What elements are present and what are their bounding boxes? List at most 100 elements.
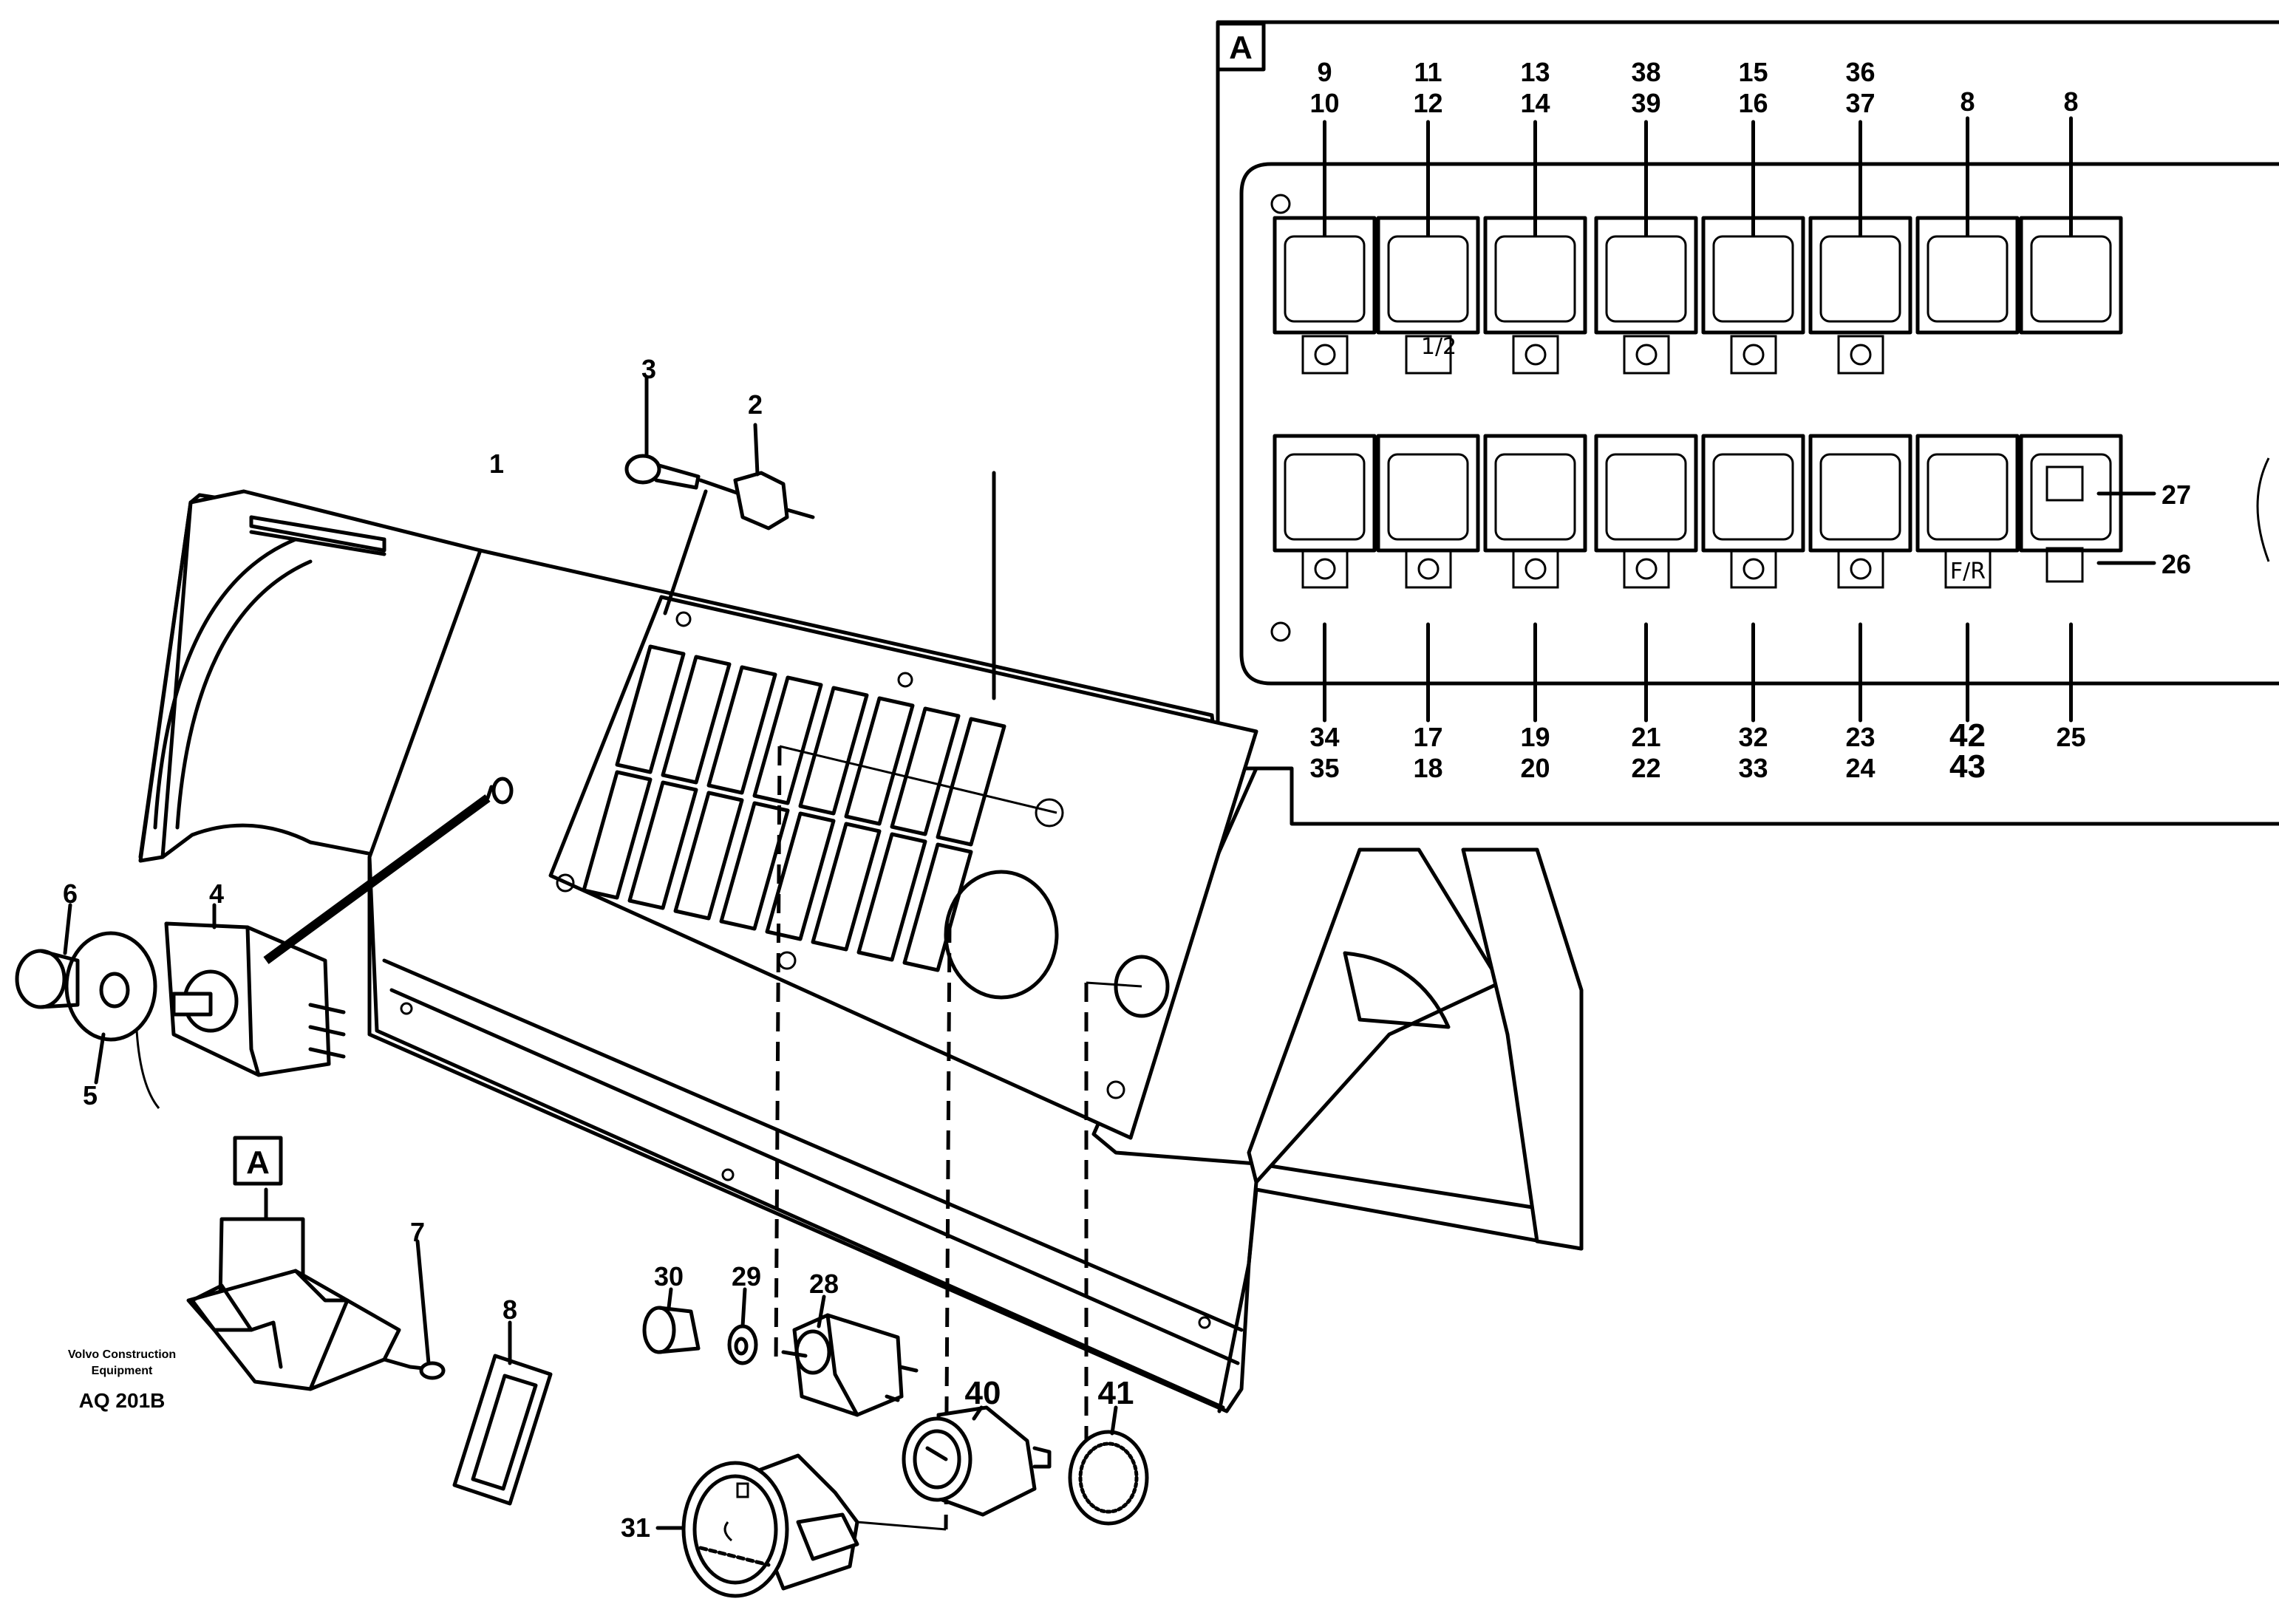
panel-screw-hole: [1270, 194, 1291, 214]
switch-slot-array: [582, 644, 1006, 972]
socket-hole: [1114, 955, 1170, 1018]
part-power-socket: [902, 1405, 1052, 1517]
inset-top-label-c2-2: 12: [1413, 88, 1442, 118]
inset-switch-r2-c5: [1701, 434, 1805, 589]
inset-switch-r1-c5: [1701, 216, 1805, 375]
switch-symbol-headlight: [1301, 335, 1349, 375]
inset-top-label-c1-2: 10: [1309, 88, 1339, 118]
inset-switch-r2-c6: [1808, 434, 1912, 589]
part-switch-28: [781, 1294, 919, 1417]
inset-switch-r1-c1: [1273, 216, 1377, 375]
detail-a-marker-box: [233, 1136, 283, 1186]
inset-top-label-c3-2: 14: [1520, 88, 1550, 118]
inset-bottom-label-c6-1: 23: [1845, 722, 1875, 752]
switch-symbol-oil-temp: [2045, 547, 2084, 583]
plate-slot-bottom-6: [811, 822, 882, 952]
plate-slot-bottom-7: [856, 832, 927, 962]
inset-bottom-label-c1-2: 35: [1309, 753, 1339, 783]
inset-switch-r1-c3: [1483, 216, 1587, 375]
inset-bottom-label-c7-1: 42: [1949, 717, 1986, 754]
inset-switch-r2-c1: [1273, 434, 1377, 589]
inset-bottom-label-c3-1: 19: [1520, 722, 1550, 752]
inset-marker-label: A: [1229, 30, 1253, 66]
inset-switch-r2-c4: [1594, 434, 1698, 589]
inset-top-label-c5-1: 15: [1738, 57, 1768, 87]
inset-bottom-label-c7-2: 43: [1949, 748, 1986, 785]
plate-slot-bottom-1: [582, 770, 653, 900]
part-hour-meter: [655, 1453, 859, 1598]
inset-bottom-label-c8-1: 25: [2056, 722, 2085, 752]
inset-top-label-c1-1: 9: [1317, 57, 1332, 87]
part-label-5: 5: [83, 1080, 98, 1110]
switch-symbol-snow: [1301, 549, 1349, 589]
inset-top-label-c5-2: 16: [1738, 88, 1768, 118]
plate-slot-top-8: [936, 717, 1006, 847]
switch-symbol-half: [1405, 335, 1452, 375]
part-screw: [624, 375, 741, 496]
inset-bottom-label-c4-2: 22: [1631, 753, 1660, 783]
plate-slot-top-5: [798, 686, 869, 816]
inset-switch-r1-c4: [1594, 216, 1698, 375]
plate-slot-bottom-5: [765, 811, 836, 941]
inset-switch-r2-c2: [1376, 434, 1480, 589]
part-label-3: 3: [641, 354, 656, 384]
switch-symbol-lamp: [1512, 549, 1559, 589]
part-label-6: 6: [63, 878, 78, 909]
fr-symbol-text: F/R: [1950, 559, 1986, 584]
plate-slot-top-3: [706, 665, 777, 795]
panel-hole-small: [1035, 798, 1064, 828]
inset-bottom-label-c5-1: 32: [1738, 722, 1768, 752]
side-bracket-right: [1461, 847, 1584, 1251]
panel-screw-hole: [1270, 621, 1291, 642]
part-clip: [663, 423, 815, 615]
inset-bottom-label-c2-2: 18: [1413, 753, 1442, 783]
inset-bottom-label-c2-1: 17: [1413, 722, 1442, 752]
inset-bottom-label-c1-1: 34: [1309, 722, 1339, 752]
inset-bottom-label-c6-2: 24: [1845, 753, 1875, 783]
plate-slot-top-4: [752, 675, 823, 805]
plate-slot-bottom-4: [719, 801, 790, 931]
switch-symbol-tip: [1512, 335, 1559, 375]
part-label-29: 29: [732, 1261, 761, 1292]
part-nut-29: [727, 1287, 758, 1365]
switch-symbol-beacon: [1730, 549, 1777, 589]
switch-plate: [548, 595, 1258, 1140]
part-label-1: 1: [489, 448, 504, 479]
company-line-2: Equipment: [92, 1365, 153, 1377]
switch-symbol-lamp2: [1623, 549, 1670, 589]
switch-symbol-lake: [1623, 335, 1670, 375]
part-label-31: 31: [621, 1512, 650, 1543]
company-line-1: Volvo Construction: [68, 1348, 176, 1361]
inset-switch-r2-c3: [1483, 434, 1587, 589]
switch-symbol-wiper: [1730, 335, 1777, 375]
detail-a-marker-label: A: [246, 1144, 270, 1181]
switch-symbol-gear: [1837, 549, 1884, 589]
inset-top-label-c7-1: 8: [1960, 86, 1975, 117]
inset-top-label-c4-2: 39: [1631, 88, 1660, 118]
plate-slot-bottom-8: [902, 842, 973, 972]
inset-bottom-label-c4-1: 21: [1631, 722, 1660, 752]
switch-symbol-sun: [1405, 549, 1452, 589]
switch-symbol-mirror: [1837, 335, 1884, 375]
inset-marker-box: [1216, 21, 1266, 72]
half-symbol-text: 1/2: [1421, 334, 1457, 360]
switch-symbol-diff-lock: [2045, 465, 2084, 502]
part-label-8: 8: [503, 1294, 517, 1325]
switch-symbol-fr: [1944, 549, 1992, 589]
inset-bottom-label-c3-2: 20: [1520, 753, 1550, 783]
part-label-4: 4: [209, 878, 224, 909]
part-rocker-switch: [186, 1239, 446, 1391]
part-rotary-switch: [164, 785, 494, 1077]
inset-top-label-c6-1: 36: [1845, 57, 1875, 87]
inset-top-label-c6-2: 37: [1845, 88, 1875, 118]
plate-slot-top-6: [844, 696, 915, 826]
part-label-2: 2: [748, 389, 763, 420]
drawing-code: AQ 201B: [79, 1389, 166, 1412]
part-knob-30: [642, 1287, 701, 1354]
part-knob: [15, 903, 80, 1009]
side-bracket: [1247, 847, 1502, 1184]
part-lens-8: [452, 1320, 553, 1506]
plate-slot-top-7: [890, 706, 961, 836]
